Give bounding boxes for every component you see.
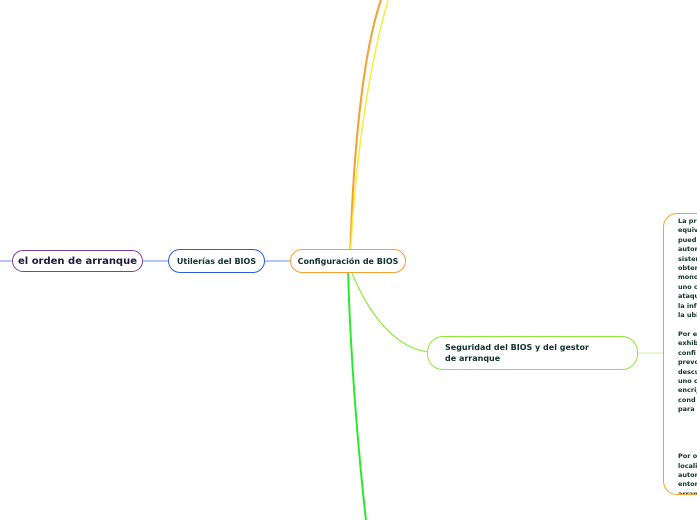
node-label: Seguridad del BIOS y del gestor de arran… [445, 343, 589, 363]
node-configuracion-de-bios[interactable]: Configuración de BIOS [290, 249, 406, 273]
text-line: Por e [678, 329, 697, 338]
link-security [349, 267, 431, 353]
text-line: obter [678, 264, 697, 273]
text-line: exhib [678, 339, 697, 348]
text-line: cond [678, 395, 696, 404]
text-line: encrij [678, 386, 697, 395]
text-line: locali [678, 461, 697, 470]
text-line: pued [678, 235, 697, 244]
link-orange-up [349, 0, 382, 263]
node-utilerias-del-bios[interactable]: Utilerías del BIOS [168, 249, 265, 273]
text-line: prevc [678, 358, 697, 367]
text-line: uno c [678, 282, 697, 291]
text-line: La pr [678, 217, 697, 225]
node-seguridad-bios[interactable]: Seguridad del BIOS y del gestor de arran… [427, 336, 638, 370]
text-line: ataqu [678, 292, 697, 301]
text-line: confi [678, 348, 696, 357]
text-line: autor [678, 245, 697, 254]
text-line: equiv [678, 226, 697, 235]
text-line: la ubi [678, 311, 697, 320]
paragraph-2: Por eexhibconfiprevcdescuuno cencrijcond… [678, 330, 697, 415]
text-line: arran [678, 489, 697, 495]
link-yellow-up [349, 0, 389, 263]
text-line: autor [678, 470, 697, 479]
text-line: Por o [678, 452, 697, 461]
text-line: mono [678, 273, 697, 282]
link-green-down [347, 267, 367, 520]
text-line: uno c [678, 377, 697, 385]
node-el-orden-de-arranque[interactable]: el orden de arranque [12, 250, 143, 272]
text-line: la inf [678, 301, 697, 310]
text-line: entor [678, 480, 697, 489]
text-line: sister [678, 254, 697, 263]
text-line: para [678, 405, 695, 414]
